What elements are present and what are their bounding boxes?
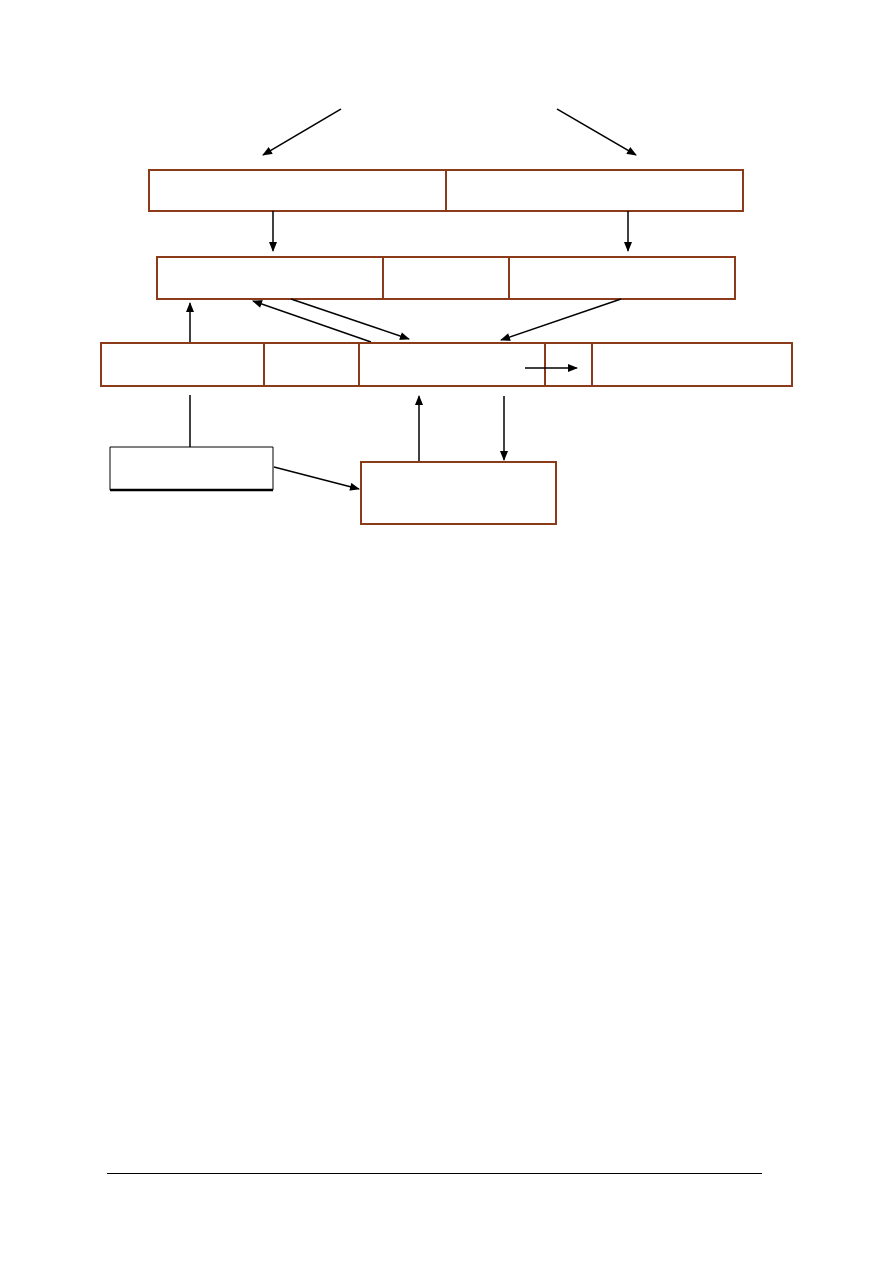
arrow-lower-left-to-lower-center [273, 466, 360, 491]
row3-outer-box [100, 342, 793, 387]
arrow-row2-right-to-row3-center [500, 298, 622, 341]
row3-box [100, 342, 793, 387]
row1-box [148, 169, 744, 212]
row2-box [156, 256, 736, 300]
arrow-row3-to-row2-left [252, 300, 372, 343]
arrow-row2-to-row3-center [290, 298, 410, 340]
lower-center-box [360, 461, 557, 525]
lower-left-box [109, 446, 274, 492]
lower-left-box-fill [110, 447, 273, 490]
row2-outer-box [156, 256, 736, 300]
footer-rule [107, 1173, 762, 1174]
arrow-top-left [262, 108, 342, 156]
arrow-top-right [556, 108, 637, 156]
